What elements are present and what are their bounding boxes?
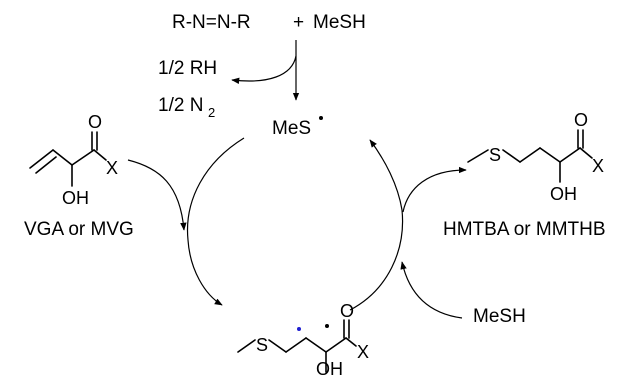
product-bond-3 — [559, 147, 581, 163]
plus-sign: + — [293, 12, 304, 33]
svg-text:1/2 N: 1/2 N — [158, 95, 203, 116]
substrate-bond-1 — [52, 149, 73, 166]
product-methyl-bond — [467, 149, 489, 163]
intermediate-x-atom: X — [357, 342, 369, 362]
mesh-reagent-bottom: MeSH — [473, 306, 526, 327]
mesh-transfer-arrow — [400, 261, 463, 319]
intermediate-methyl-bond — [237, 339, 256, 353]
intermediate-bond-1 — [268, 339, 287, 353]
radical-intermediate-structure: S O X OH — [237, 301, 369, 377]
intermediate-radical-dot — [325, 324, 329, 328]
substrate-oh-atom: OH — [62, 188, 89, 208]
vinyl-double-bond-b — [35, 156, 57, 174]
product-new-bond — [519, 147, 541, 163]
n2-byproduct-label: 1/2 N 2 — [158, 95, 215, 120]
intermediate-bond-x — [345, 337, 357, 347]
product-structure: S O X OH — [467, 110, 604, 204]
product-s-atom: S — [489, 145, 501, 165]
product-bond-x — [579, 147, 593, 159]
substrate-bond-x — [93, 149, 107, 161]
azo-initiator-label: R-N=N-R — [172, 12, 251, 33]
radical-dot — [319, 116, 323, 120]
intermediate-bond-3 — [325, 337, 347, 353]
intermediate-oh-atom: OH — [316, 359, 343, 377]
byproduct-branch-arrow — [231, 55, 297, 84]
mes-radical-label: MeS — [272, 118, 311, 139]
substrate-entry-arrow — [127, 159, 187, 231]
substrate-bond-2 — [71, 149, 95, 166]
intermediate-bond-2 — [305, 337, 327, 353]
product-caption: HMTBA or MMTHB — [443, 219, 606, 240]
cycle-arc-right — [349, 139, 404, 311]
intermediate-o-atom: O — [340, 301, 354, 321]
intermediate-new-bond — [285, 337, 307, 353]
substrate-structure: O X OH — [29, 112, 118, 208]
svg-text:2: 2 — [208, 105, 215, 120]
product-o-atom: O — [574, 110, 588, 130]
mesh-reagent-top: MeSH — [313, 12, 366, 33]
rh-byproduct-label: 1/2 RH — [158, 58, 217, 79]
cycle-arc-left — [186, 137, 245, 306]
substrate-x-atom: X — [106, 158, 118, 178]
substrate-o-atom: O — [88, 112, 102, 132]
intermediate-blue-dot — [297, 327, 301, 331]
product-x-atom: X — [592, 156, 604, 176]
intermediate-s-atom: S — [256, 335, 268, 355]
product-bond-1 — [502, 149, 521, 163]
vinyl-double-bond-a — [29, 149, 54, 169]
substrate-caption: VGA or MVG — [24, 219, 134, 240]
product-exit-arrow — [402, 166, 467, 213]
product-oh-atom: OH — [550, 184, 577, 204]
product-bond-2 — [539, 147, 561, 163]
